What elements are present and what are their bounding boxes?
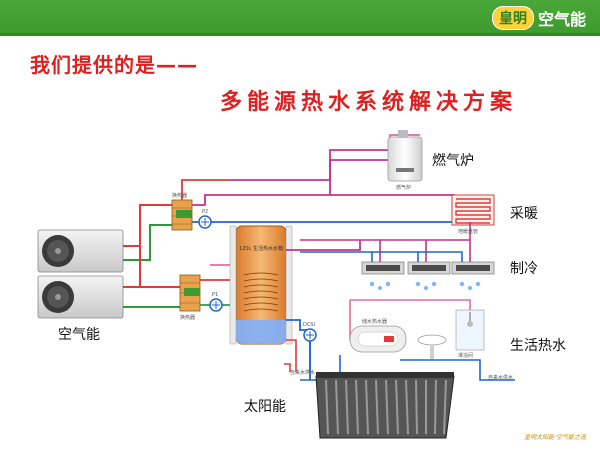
dcs-pump [303, 328, 317, 342]
solar-collector [315, 372, 455, 439]
fan-coil-1 [361, 261, 405, 275]
air-energy-unit-bottom [37, 275, 124, 319]
label-gas-boiler: 燃气炉 [432, 153, 474, 169]
label-cooling: 制冷 [510, 261, 538, 277]
fan-coil-2 [407, 261, 451, 275]
label-city-water-1: 自来水供水 [290, 370, 316, 376]
heat-exchanger-bottom [179, 274, 201, 312]
label-floor-heat: 地暖盘管 [458, 229, 479, 235]
heat-exchanger-top [171, 199, 193, 231]
shower [455, 309, 485, 351]
fan-coil-units [361, 261, 495, 290]
label-heating: 采暖 [510, 206, 538, 222]
pump-p2 [198, 215, 212, 229]
footer-slogan: 皇明太阳能·空气能之选 [524, 434, 586, 441]
headline: 我们提供的是—— [30, 53, 198, 77]
label-solar: 太阳能 [244, 399, 286, 415]
logo-badge: 皇明 [491, 6, 534, 30]
brand-logo: 皇明 空气能 [491, 6, 586, 30]
label-shower: 淋浴间 [458, 353, 474, 359]
water-heater [349, 325, 407, 353]
tank-label: 120L 生活热水水箱 [239, 245, 283, 252]
top-bar: 皇明 空气能 [0, 0, 600, 36]
label-dcs: DCSI [303, 322, 315, 328]
label-hot-water: 生活热水 [510, 338, 566, 354]
label-water-heater: 储水热水器 [362, 319, 388, 325]
air-energy-unit-top [37, 229, 124, 273]
hot-water-tank [229, 225, 293, 345]
subheadline: 多能源热水系统解决方案 [220, 90, 518, 115]
floor-heating-coil [451, 194, 495, 226]
label-air-energy: 空气能 [58, 327, 100, 343]
label-pump-p2: P2 [202, 209, 209, 215]
label-hx-top: 换热器 [172, 193, 188, 199]
label-city-water-2: 自来水供水 [488, 375, 514, 381]
wash-basin [417, 334, 447, 359]
label-gas-unit: 燃气炉 [396, 185, 412, 191]
fan-coil-3 [451, 261, 495, 275]
gas-boiler [387, 130, 423, 182]
logo-text: 空气能 [537, 10, 586, 29]
pump-p1 [209, 298, 223, 312]
label-hx-bottom: 换热器 [180, 315, 196, 321]
solar-pipes [284, 339, 311, 372]
label-pump-p1: P1 [212, 292, 219, 298]
fan-coil-pipes [300, 222, 471, 262]
air-unit-pipes [123, 204, 180, 308]
